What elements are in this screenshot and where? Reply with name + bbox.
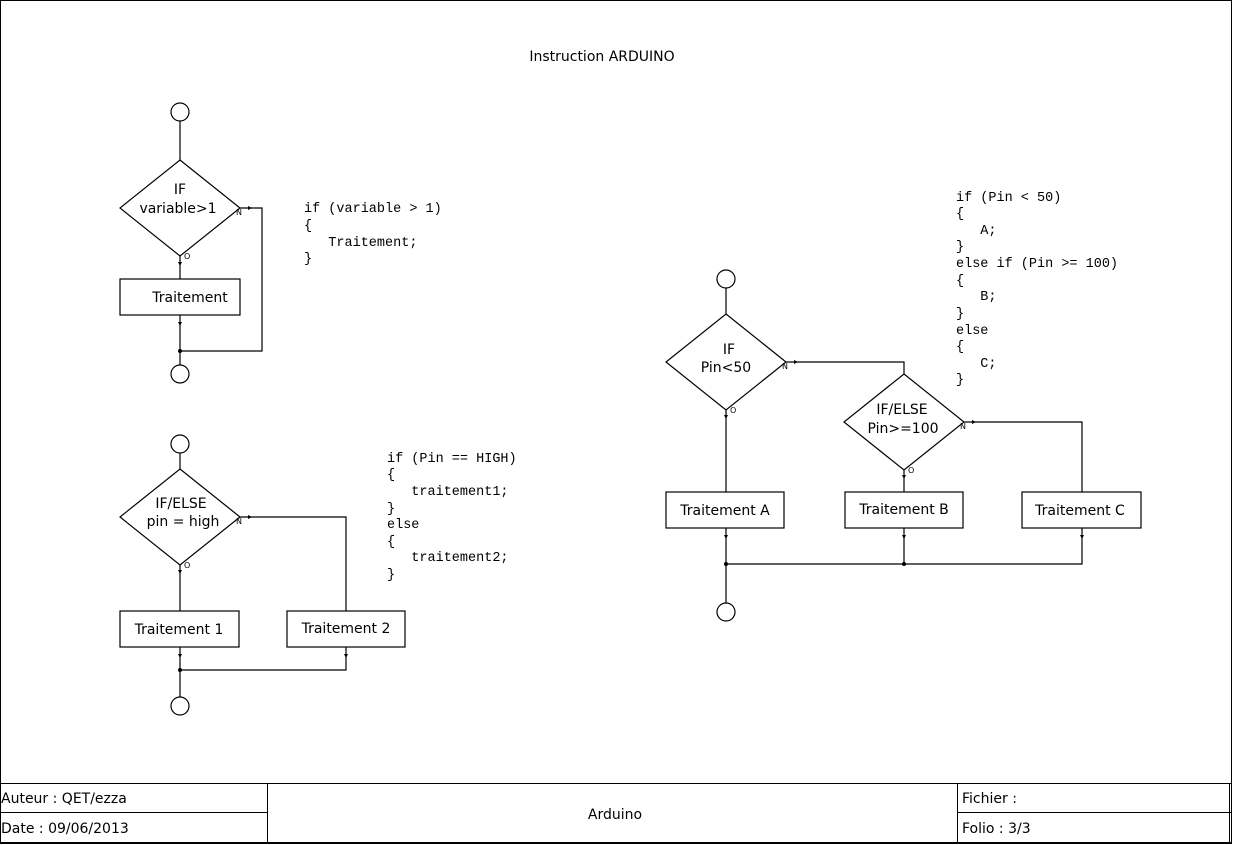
- code-line: {: [956, 340, 964, 355]
- decision1-label-line1: IF: [723, 342, 735, 358]
- process-box-a: [665, 491, 785, 529]
- decision-label-line1: IF/ELSE: [155, 496, 206, 512]
- start-terminal: [170, 102, 190, 122]
- process-label-a: Traitement A: [679, 503, 770, 519]
- decision1-label-line2: Pin<50: [701, 360, 751, 376]
- flowchart-if-else: [119, 434, 406, 716]
- yes-label: O: [908, 466, 914, 475]
- code-line: B;: [956, 290, 997, 305]
- code-line: A;: [956, 224, 997, 239]
- code-line: }: [956, 240, 964, 255]
- date-field: Date : 09/06/2013: [1, 821, 129, 837]
- process-box-c: [1021, 491, 1142, 529]
- yes-label: O: [730, 406, 736, 415]
- decision2-label-line1: IF/ELSE: [876, 402, 927, 418]
- yes-label: O: [184, 252, 190, 261]
- process-label: Traitement: [151, 290, 228, 306]
- no-label: N: [960, 422, 966, 431]
- process-box-b: [844, 491, 964, 529]
- code-block-if: if (variable > 1) { Traitement; }: [304, 202, 442, 267]
- author-field: Auteur : QET/ezza: [1, 791, 127, 807]
- no-label: N: [236, 208, 242, 217]
- process-label-c: Traitement C: [1034, 503, 1125, 519]
- no-branch-line: [240, 516, 347, 611]
- code-line: if (Pin < 50): [956, 191, 1061, 206]
- process-label-b: Traitement B: [858, 502, 949, 518]
- code-line: else: [387, 518, 419, 533]
- yes-label: O: [184, 561, 190, 570]
- code-line: {: [387, 468, 395, 483]
- code-line: traitement1;: [387, 485, 509, 500]
- code-line: else: [956, 324, 988, 339]
- flowchart-if-else-if: [665, 269, 1142, 622]
- decision-label-line2: pin = high: [147, 514, 220, 530]
- code-block-if-else-if: if (Pin < 50) { A; } else if (Pin >= 100…: [956, 191, 1118, 388]
- code-line: }: [387, 502, 395, 517]
- end-terminal: [170, 364, 190, 384]
- decision2-label-line2: Pin>=100: [867, 421, 938, 437]
- decision-label-line2: variable>1: [139, 201, 216, 217]
- process-label-yes: Traitement 1: [134, 622, 224, 638]
- code-line: {: [956, 207, 964, 222]
- no-label: N: [236, 517, 242, 526]
- code-line: {: [387, 535, 395, 550]
- code-line: {: [956, 274, 964, 289]
- project-field: Arduino: [588, 807, 642, 823]
- code-line: if (variable > 1): [304, 202, 442, 217]
- code-line: }: [956, 307, 964, 322]
- code-line: if (Pin == HIGH): [387, 452, 517, 467]
- title-block: [0, 783, 1232, 843]
- end-terminal: [716, 602, 736, 622]
- folio-field: Folio : 3/3: [962, 821, 1031, 837]
- code-line: }: [304, 252, 312, 267]
- start-terminal: [170, 434, 190, 454]
- code-line: }: [387, 568, 395, 583]
- code-line: }: [956, 373, 964, 388]
- end-terminal: [170, 696, 190, 716]
- decision-label-line1: IF: [174, 182, 186, 198]
- code-line: C;: [956, 357, 997, 372]
- code-line: {: [304, 219, 312, 234]
- code-line: else if (Pin >= 100): [956, 257, 1118, 272]
- code-block-if-else: if (Pin == HIGH) { traitement1; } else {…: [387, 452, 517, 583]
- no-label: N: [782, 362, 788, 371]
- process-box-no: [286, 610, 406, 648]
- process-label-no: Traitement 2: [301, 621, 391, 637]
- flowchart-if: [119, 102, 263, 384]
- process-box-yes: [119, 610, 240, 648]
- start-terminal: [716, 269, 736, 289]
- file-field: Fichier :: [962, 791, 1017, 807]
- code-line: Traitement;: [304, 236, 417, 251]
- page-title: Instruction ARDUINO: [529, 49, 674, 65]
- code-line: traitement2;: [387, 551, 509, 566]
